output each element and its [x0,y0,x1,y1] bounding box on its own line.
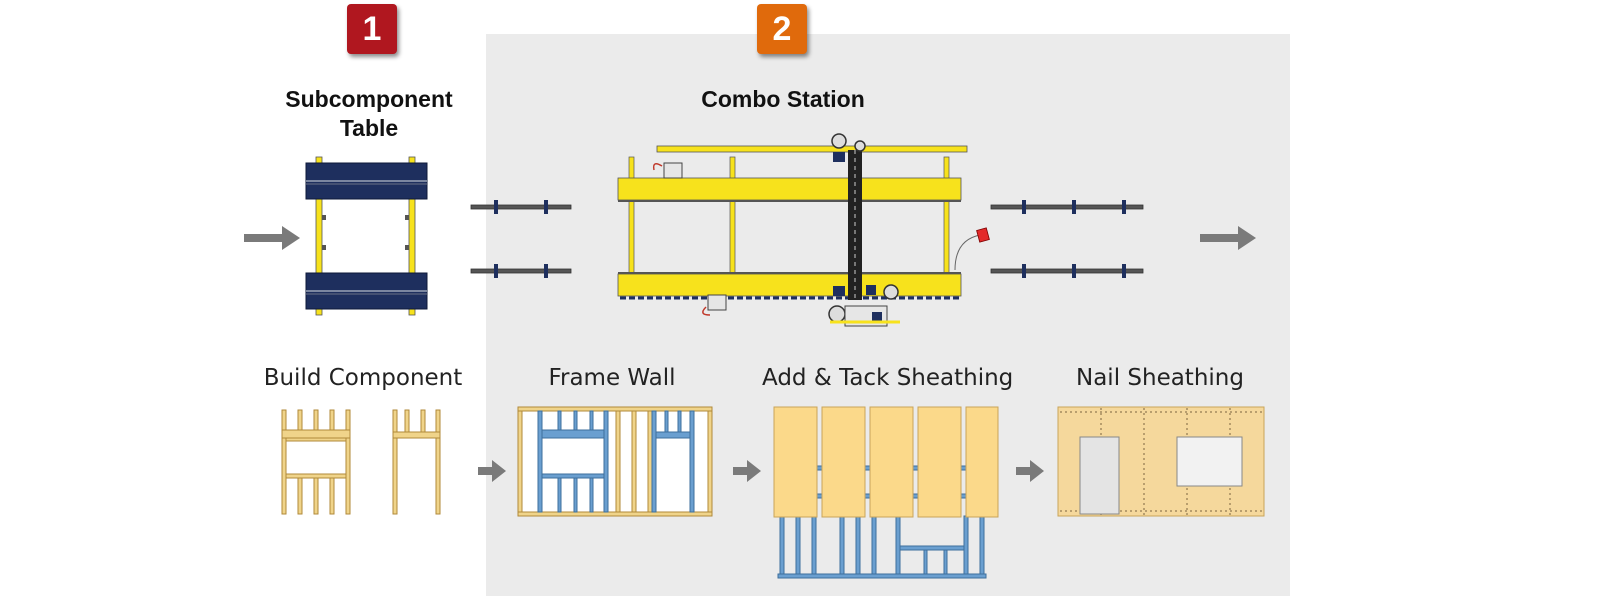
frame-wall-label: Frame Wall [548,365,676,391]
nail-sheathing-label: Nail Sheathing [1076,365,1244,391]
step-arrow-3 [1016,460,1044,482]
station-1-badge: 1 [347,4,397,54]
build-component-label: Build Component [263,365,463,391]
build-component-door-frame [392,409,441,515]
combo-station-machine [617,133,990,327]
infeed-conveyor [470,199,572,279]
add-tack-sheathing-label: Add & Tack Sheathing [762,365,1014,391]
nail-sheathing-diagram [1057,406,1265,517]
subcomponent-table-machine [305,156,428,316]
combo-station-title: Combo Station [701,86,865,112]
flow-arrow-out [1200,226,1256,250]
flow-arrow-in [244,226,300,250]
frame-wall-diagram [517,406,713,517]
subcomponent-table-title: Subcomponent Table [258,85,480,143]
outfeed-conveyor [990,199,1144,279]
subcomponent-title-line2: Table [339,115,399,141]
station-2-badge: 2 [757,4,807,54]
subcomponent-title-line1: Subcomponent [285,86,453,112]
step-arrow-2 [733,460,761,482]
build-component-header-frame [281,409,351,515]
add-tack-sheathing-diagram [773,406,999,579]
step-arrow-1 [478,460,506,482]
